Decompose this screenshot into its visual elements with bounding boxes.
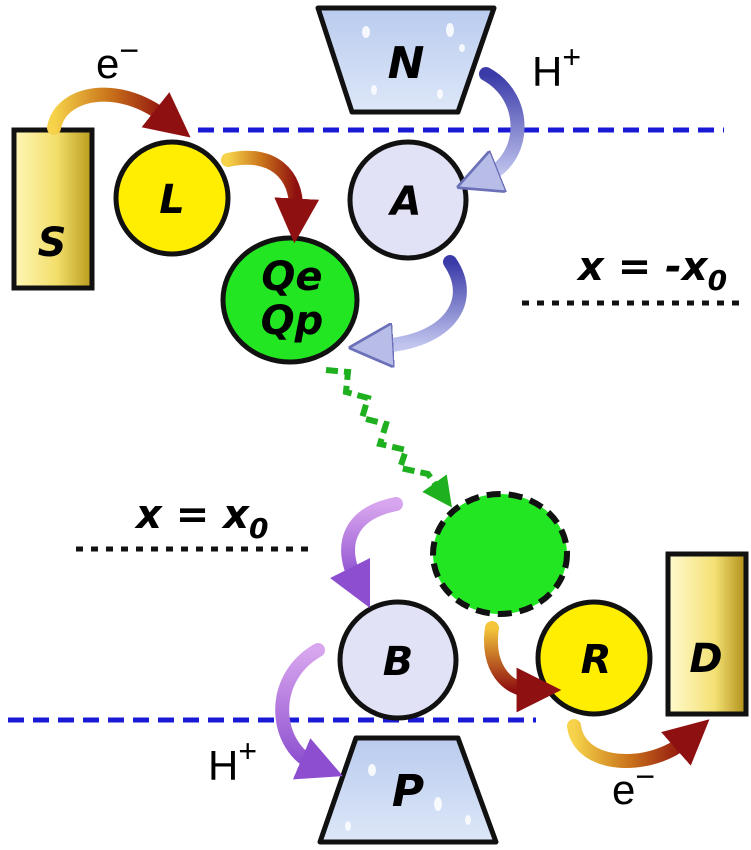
node-a: A	[347, 139, 469, 261]
bar-s-label: S	[38, 220, 67, 266]
node-b: B	[337, 599, 459, 721]
node-r-label: R	[581, 637, 612, 683]
node-q-label-1: Qe	[261, 254, 322, 300]
node-q-label-2: Qp	[261, 298, 324, 344]
node-r: R	[535, 599, 653, 717]
proton-label-bottom: H+	[208, 733, 257, 789]
electron-arrow-to-r	[484, 621, 562, 713]
electron-arrow-s-to-l	[47, 87, 191, 138]
proton-arrow-a-to-q	[380, 255, 467, 346]
bar-s: S	[11, 127, 95, 291]
transfer-path	[325, 367, 452, 508]
electron-label-top: e−	[96, 32, 139, 87]
bar-d-label: D	[689, 636, 722, 682]
proton-arrow-to-b	[329, 497, 403, 609]
proton-arrow-n-to-a	[486, 67, 525, 176]
proton-label-top: H+	[532, 39, 581, 95]
electron-arrow-l-to-q	[221, 150, 320, 244]
reservoir-p-label: P	[392, 766, 424, 817]
reservoir-p: P	[317, 735, 499, 845]
node-q: Qe Qp	[220, 235, 360, 365]
electron-label-bottom: e−	[612, 758, 655, 813]
node-l-label: L	[159, 177, 185, 223]
node-a-label: A	[388, 179, 422, 225]
node-b-label: B	[383, 639, 414, 685]
node-l: L	[113, 139, 231, 257]
bar-d: D	[665, 551, 749, 717]
electron-arrow-r-to-d	[567, 719, 710, 768]
node-q-transfer	[430, 491, 570, 617]
reservoir-n-label: N	[388, 38, 425, 89]
proton-arrow-b-to-p	[275, 643, 343, 780]
reservoir-n: N	[315, 5, 497, 115]
position-label-negative: x = -x0	[576, 244, 727, 297]
position-label-positive: x = x0	[134, 492, 268, 545]
